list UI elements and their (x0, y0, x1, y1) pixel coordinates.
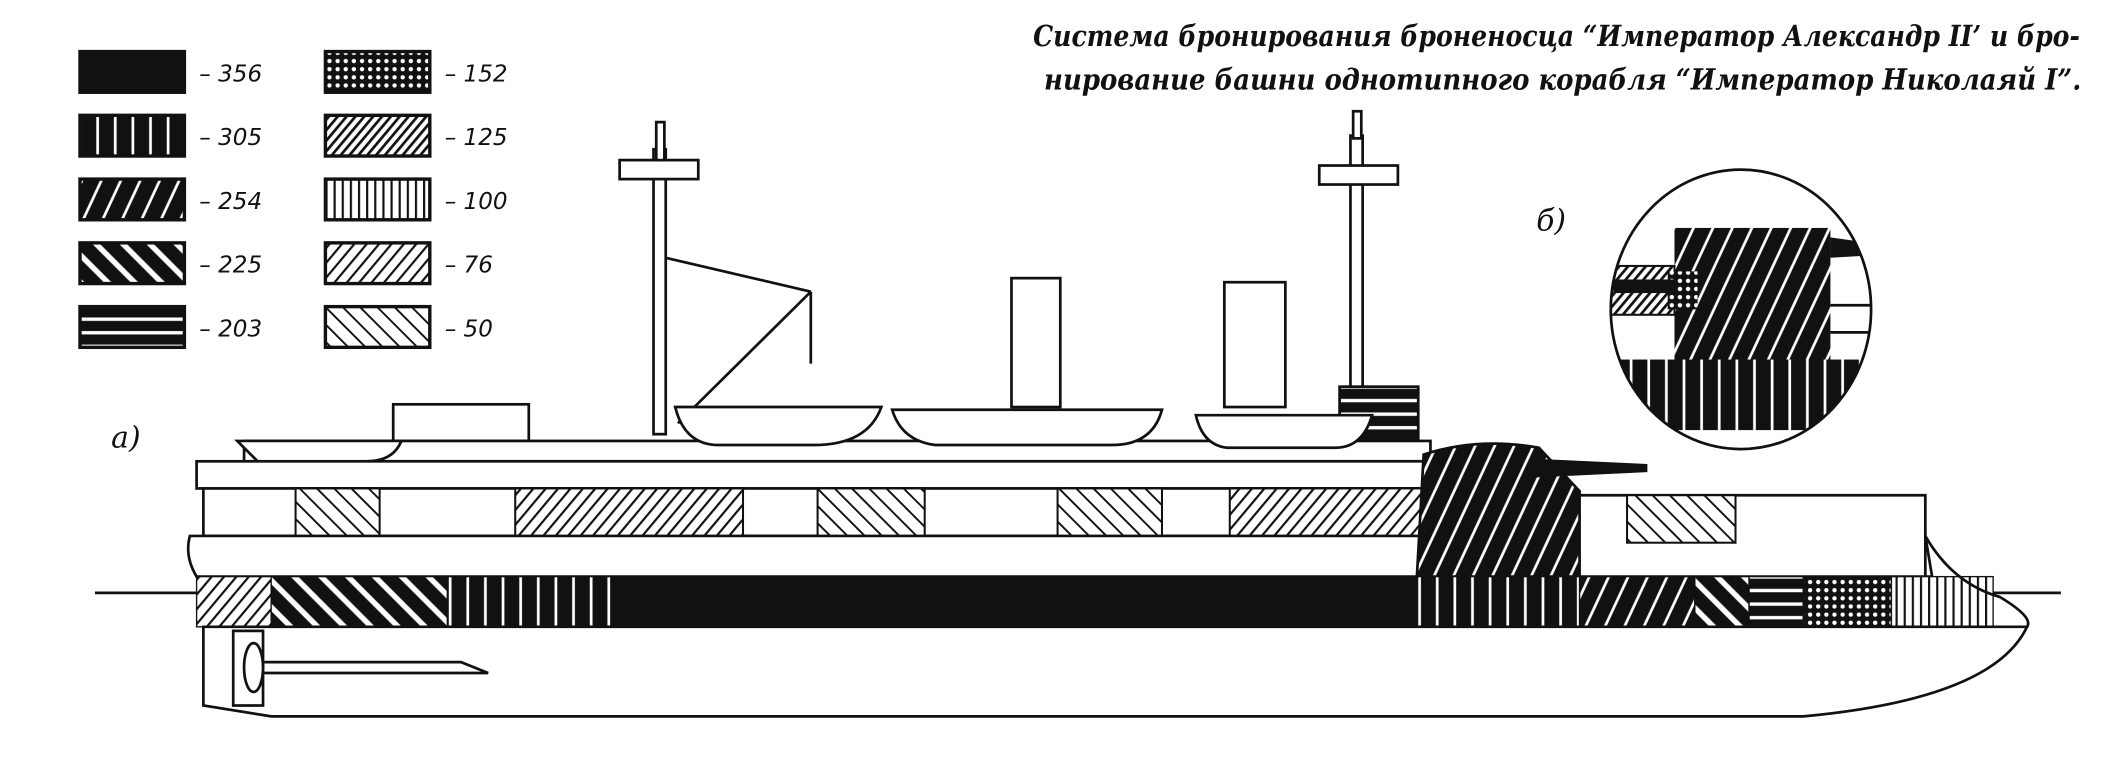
legend-swatch (323, 241, 432, 286)
legend-label: – 125 (445, 125, 508, 151)
boat (234, 439, 404, 463)
ship-side-view (186, 109, 2030, 718)
belt-segment (1890, 575, 1994, 628)
turret-detail-label: б) (1536, 204, 1566, 239)
legend-swatch (78, 241, 187, 286)
legend-label: – 305 (199, 125, 262, 151)
propeller-shaft (264, 660, 489, 675)
funnel-fore (1222, 280, 1287, 409)
title-line-2: нирование башни однотипного корабля “Имп… (1044, 63, 2081, 97)
boat (673, 405, 884, 447)
legend-item: – 203 (78, 304, 262, 350)
legend-swatch (323, 304, 432, 350)
title-line-1: Система бронирования броненосца “Императ… (1033, 19, 2080, 53)
legend-label: – 356 (199, 61, 262, 87)
belt-segment (1578, 575, 1696, 628)
legend-item: – 76 (323, 241, 493, 286)
legend-item: – 254 (78, 177, 262, 222)
belt-segment (195, 575, 272, 628)
belt-segment (1802, 575, 1893, 628)
legend-swatch (323, 177, 432, 222)
legend-swatch (323, 113, 432, 158)
legend-swatch (78, 177, 187, 222)
belt-segment (1694, 575, 1750, 628)
legend-swatch (78, 304, 187, 350)
legend-label: – 203 (199, 316, 262, 342)
belt-segment (446, 575, 618, 628)
fore-mast (1317, 109, 1400, 402)
legend-item: – 152 (323, 49, 508, 94)
armor-thickness-legend: – 356 – 305 – 254 – 225 – 203 – 152 – 125 – 100… (78, 49, 508, 350)
side-view-label: а) (111, 421, 140, 456)
belt-segment (270, 575, 449, 628)
legend-label: – 100 (445, 189, 508, 215)
legend-item: – 225 (78, 241, 262, 286)
belt-segment (616, 575, 1411, 628)
funnel-aft (1010, 276, 1062, 409)
legend-label: – 254 (199, 189, 262, 215)
bow-stem (1924, 535, 2030, 628)
legend-swatch (323, 49, 432, 94)
propeller-icon (242, 641, 265, 694)
turret-armor-inset (1609, 168, 1873, 451)
boat (890, 408, 1164, 447)
legend-item: – 50 (323, 304, 493, 350)
legend-item: – 356 (78, 49, 262, 94)
armor-belt (195, 575, 1994, 628)
legend-swatch (78, 49, 187, 94)
legend-label: – 225 (199, 253, 262, 279)
boat (1194, 413, 1374, 450)
legend-swatch (78, 113, 187, 158)
belt-segment (1748, 575, 1804, 628)
legend-label: – 152 (445, 61, 508, 87)
legend-item: – 100 (323, 177, 508, 222)
legend-label: – 50 (445, 316, 493, 342)
legend-item: – 305 (78, 113, 262, 158)
legend-label: – 76 (445, 253, 493, 279)
main-mast (618, 120, 813, 436)
lower-hull (202, 625, 2030, 718)
turret-gun (1532, 458, 1648, 478)
legend-item: – 125 (323, 113, 508, 158)
belt-segment (1409, 575, 1581, 628)
